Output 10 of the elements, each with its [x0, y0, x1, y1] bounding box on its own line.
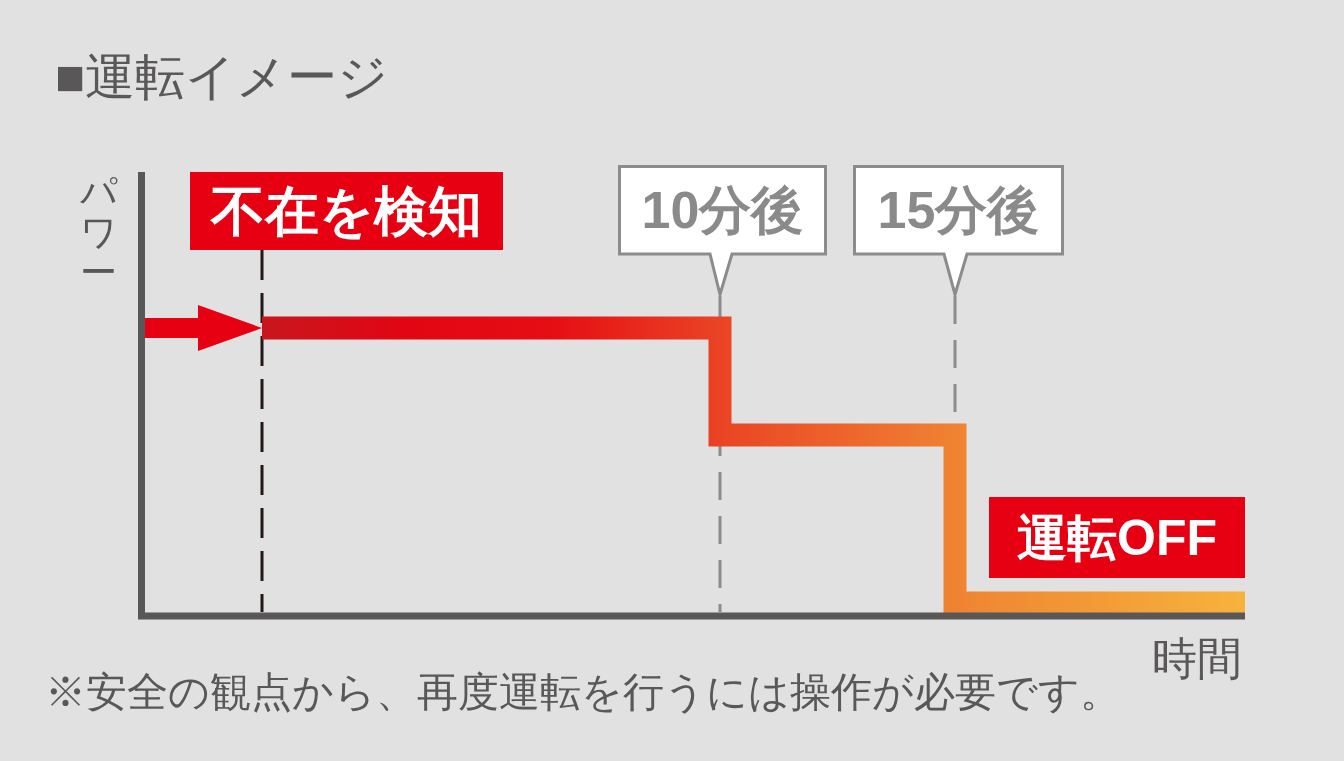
status-label: 運転OFF — [989, 497, 1245, 578]
callout-text: 10分後 — [641, 183, 804, 236]
footnote: ※安全の観点から、再度運転を行うには操作が必要です。 — [45, 672, 1121, 713]
y-axis-label: パワー — [80, 172, 117, 295]
callout-bubble — [853, 165, 1064, 296]
callout-text: 15分後 — [877, 183, 1040, 236]
x-axis-label: 時間 — [1152, 636, 1242, 681]
event-label: 不在を検知 — [190, 172, 503, 250]
callout-bubble — [618, 165, 827, 296]
title: ■運転イメージ — [55, 52, 389, 102]
